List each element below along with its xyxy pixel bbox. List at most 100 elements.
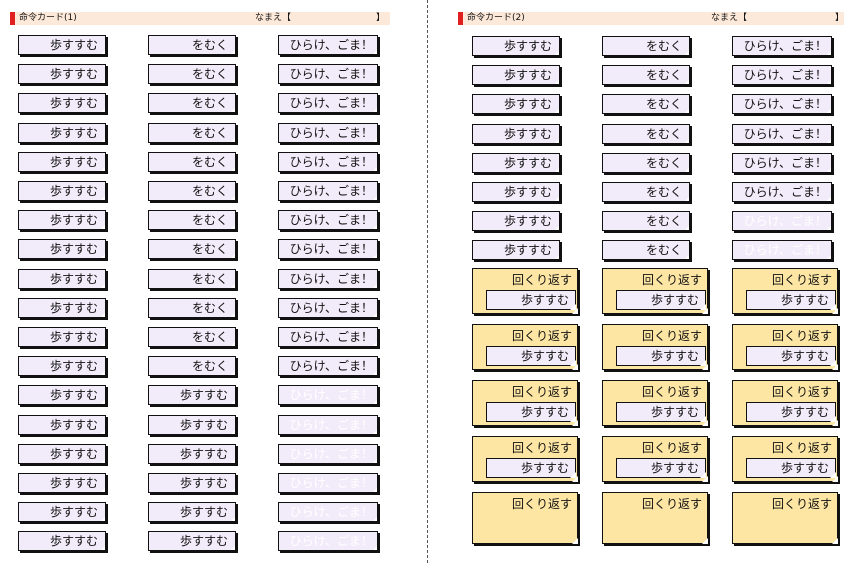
card-walk[interactable]: 歩すすむ: [18, 93, 106, 113]
card-turn[interactable]: をむく: [602, 36, 690, 56]
card-walk[interactable]: 歩すすむ: [472, 182, 560, 202]
card-turn[interactable]: をむく: [148, 210, 236, 230]
card-walk[interactable]: 歩すすむ: [472, 153, 560, 173]
card-repeat[interactable]: 回くり返す歩すすむ: [472, 268, 578, 314]
card-turn[interactable]: をむく: [602, 94, 690, 114]
card-open[interactable]: ひらけ、ごま！: [278, 356, 378, 376]
card-walk[interactable]: 歩すすむ: [18, 35, 106, 55]
card-walk[interactable]: 歩すすむ: [18, 239, 106, 259]
card-repeat[interactable]: 回くり返す歩すすむ: [602, 380, 708, 426]
card-turn[interactable]: をむく: [148, 298, 236, 318]
card-walk[interactable]: 歩すすむ: [18, 444, 106, 464]
card-turn[interactable]: をむく: [148, 93, 236, 113]
card-repeat[interactable]: 回くり返す歩すすむ: [732, 380, 838, 426]
card-walk[interactable]: 歩すすむ: [18, 415, 106, 435]
card-turn[interactable]: をむく: [148, 356, 236, 376]
card-walk[interactable]: 歩すすむ: [148, 502, 236, 522]
card-open[interactable]: ひらけ、ごま！: [732, 124, 832, 144]
card-walk-nested[interactable]: 歩すすむ: [746, 290, 836, 310]
card-repeat[interactable]: 回くり返す歩すすむ: [602, 436, 708, 482]
card-walk[interactable]: 歩すすむ: [18, 269, 106, 289]
card-open[interactable]: ひらけ、ごま！: [732, 182, 832, 202]
card-walk[interactable]: 歩すすむ: [148, 473, 236, 493]
card-open[interactable]: ひらけ、ごま！: [278, 93, 378, 113]
card-walk[interactable]: 歩すすむ: [472, 211, 560, 231]
card-open[interactable]: ひらけ、ごま！: [732, 240, 832, 260]
card-turn[interactable]: をむく: [148, 239, 236, 259]
card-open[interactable]: ひらけ、ごま！: [278, 298, 378, 318]
card-repeat[interactable]: 回くり返す歩すすむ: [732, 436, 838, 482]
card-open[interactable]: ひらけ、ごま！: [732, 211, 832, 231]
card-walk[interactable]: 歩すすむ: [18, 531, 106, 551]
card-turn[interactable]: をむく: [148, 269, 236, 289]
card-walk[interactable]: 歩すすむ: [18, 64, 106, 84]
card-walk-nested[interactable]: 歩すすむ: [486, 290, 576, 310]
card-walk[interactable]: 歩すすむ: [472, 240, 560, 260]
card-repeat[interactable]: 回くり返す歩すすむ: [602, 324, 708, 370]
card-walk[interactable]: 歩すすむ: [18, 123, 106, 143]
card-open[interactable]: ひらけ、ごま！: [732, 65, 832, 85]
card-walk-nested[interactable]: 歩すすむ: [486, 346, 576, 366]
card-open[interactable]: ひらけ、ごま！: [278, 181, 378, 201]
card-walk-nested[interactable]: 歩すすむ: [616, 458, 706, 478]
card-turn[interactable]: をむく: [148, 327, 236, 347]
card-repeat[interactable]: 回くり返す: [472, 492, 578, 544]
card-repeat[interactable]: 回くり返す歩すすむ: [472, 436, 578, 482]
card-repeat[interactable]: 回くり返す歩すすむ: [602, 268, 708, 314]
card-walk[interactable]: 歩すすむ: [18, 152, 106, 172]
card-walk[interactable]: 歩すすむ: [18, 356, 106, 376]
card-walk[interactable]: 歩すすむ: [148, 531, 236, 551]
card-open[interactable]: ひらけ、ごま！: [732, 153, 832, 173]
card-open[interactable]: ひらけ、ごま！: [278, 64, 378, 84]
card-repeat[interactable]: 回くり返す歩すすむ: [732, 324, 838, 370]
card-turn[interactable]: をむく: [148, 152, 236, 172]
card-walk[interactable]: 歩すすむ: [148, 385, 236, 405]
card-walk-nested[interactable]: 歩すすむ: [486, 458, 576, 478]
card-open[interactable]: ひらけ、ごま！: [278, 327, 378, 347]
card-open[interactable]: ひらけ、ごま！: [278, 473, 378, 493]
card-turn[interactable]: をむく: [148, 181, 236, 201]
card-walk[interactable]: 歩すすむ: [18, 473, 106, 493]
card-open[interactable]: ひらけ、ごま！: [278, 502, 378, 522]
card-open[interactable]: ひらけ、ごま！: [278, 269, 378, 289]
card-turn[interactable]: をむく: [602, 211, 690, 231]
card-repeat[interactable]: 回くり返す歩すすむ: [472, 324, 578, 370]
card-open[interactable]: ひらけ、ごま！: [278, 152, 378, 172]
card-walk[interactable]: 歩すすむ: [18, 327, 106, 347]
card-turn[interactable]: をむく: [602, 65, 690, 85]
card-open[interactable]: ひらけ、ごま！: [278, 444, 378, 464]
card-open[interactable]: ひらけ、ごま！: [278, 531, 378, 551]
card-open[interactable]: ひらけ、ごま！: [278, 239, 378, 259]
card-open[interactable]: ひらけ、ごま！: [278, 385, 378, 405]
card-turn[interactable]: をむく: [602, 240, 690, 260]
card-walk-nested[interactable]: 歩すすむ: [486, 402, 576, 422]
card-walk[interactable]: 歩すすむ: [472, 36, 560, 56]
card-repeat[interactable]: 回くり返す: [732, 492, 838, 544]
card-walk[interactable]: 歩すすむ: [18, 502, 106, 522]
card-walk[interactable]: 歩すすむ: [18, 385, 106, 405]
card-walk-nested[interactable]: 歩すすむ: [616, 346, 706, 366]
card-open[interactable]: ひらけ、ごま！: [732, 94, 832, 114]
card-walk[interactable]: 歩すすむ: [148, 415, 236, 435]
card-walk-nested[interactable]: 歩すすむ: [746, 346, 836, 366]
card-walk-nested[interactable]: 歩すすむ: [746, 402, 836, 422]
card-walk[interactable]: 歩すすむ: [18, 181, 106, 201]
card-open[interactable]: ひらけ、ごま！: [278, 123, 378, 143]
card-walk[interactable]: 歩すすむ: [472, 94, 560, 114]
card-turn[interactable]: をむく: [602, 153, 690, 173]
card-walk-nested[interactable]: 歩すすむ: [616, 290, 706, 310]
card-turn[interactable]: をむく: [148, 64, 236, 84]
card-open[interactable]: ひらけ、ごま！: [278, 210, 378, 230]
card-walk[interactable]: 歩すすむ: [18, 210, 106, 230]
card-walk[interactable]: 歩すすむ: [472, 124, 560, 144]
card-walk[interactable]: 歩すすむ: [18, 298, 106, 318]
card-repeat[interactable]: 回くり返す: [602, 492, 708, 544]
card-open[interactable]: ひらけ、ごま！: [278, 415, 378, 435]
card-turn[interactable]: をむく: [148, 35, 236, 55]
card-walk-nested[interactable]: 歩すすむ: [616, 402, 706, 422]
card-turn[interactable]: をむく: [602, 182, 690, 202]
card-repeat[interactable]: 回くり返す歩すすむ: [732, 268, 838, 314]
card-open[interactable]: ひらけ、ごま！: [732, 36, 832, 56]
card-walk-nested[interactable]: 歩すすむ: [746, 458, 836, 478]
card-walk[interactable]: 歩すすむ: [148, 444, 236, 464]
